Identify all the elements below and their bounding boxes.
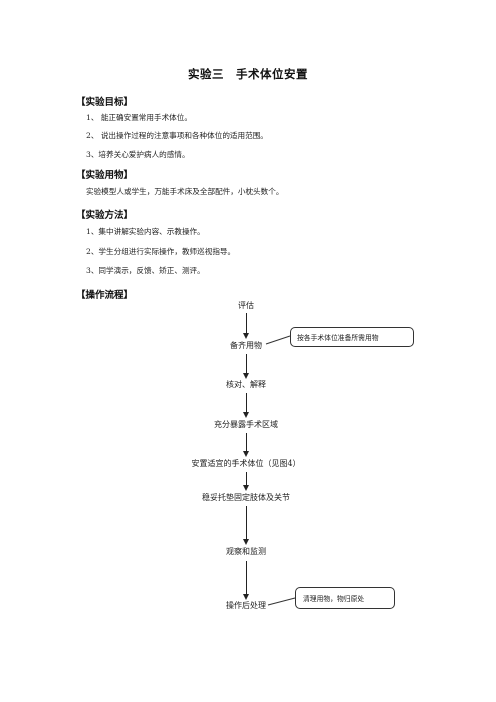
arrow-down-icon bbox=[243, 539, 249, 545]
flow-connector bbox=[246, 561, 247, 597]
objectives-heading: 【实验目标】 bbox=[76, 97, 134, 108]
flow-step-position: 安置适宜的手术体位（见图4） bbox=[191, 459, 301, 468]
flow-connector bbox=[246, 506, 247, 541]
materials-item: 实验模型人或学生，万能手术床及全部配件，小枕头数个。 bbox=[86, 187, 284, 196]
flow-step-assess: 评估 bbox=[238, 301, 254, 310]
arrow-down-icon bbox=[243, 373, 249, 379]
method-item: 1、集中讲解实验内容、示教操作。 bbox=[86, 227, 205, 236]
materials-heading: 【实验用物】 bbox=[76, 170, 134, 181]
flow-connector bbox=[246, 433, 247, 454]
objective-item: 3、培养关心爱护病人的感情。 bbox=[86, 150, 190, 159]
callout-aftercare-note: 清理用物，物归原处 bbox=[295, 587, 395, 609]
objective-item: 1、 能正确安置常用手术体位。 bbox=[86, 113, 192, 122]
callout-text: 清理用物，物归原处 bbox=[303, 595, 365, 603]
arrow-down-icon bbox=[243, 451, 249, 457]
arrow-down-icon bbox=[243, 594, 249, 600]
methods-heading: 【实验方法】 bbox=[76, 210, 134, 221]
flow-connector bbox=[246, 393, 247, 415]
flow-step-support: 稳妥托垫固定肢体及关节 bbox=[202, 493, 290, 502]
flow-step-expose: 充分暴露手术区域 bbox=[214, 420, 278, 429]
flow-connector bbox=[246, 354, 247, 376]
page-title: 实验三 手术体位安置 bbox=[188, 67, 308, 81]
method-item: 2、学生分组进行实际操作，教师巡视指导。 bbox=[86, 247, 236, 256]
flow-step-aftercare: 操作后处理 bbox=[226, 601, 266, 610]
flow-connector bbox=[246, 313, 247, 335]
flow-heading: 【操作流程】 bbox=[76, 290, 134, 301]
callout-pointer-line bbox=[265, 335, 291, 345]
flow-step-monitor: 观察和监测 bbox=[226, 547, 266, 556]
arrow-down-icon bbox=[243, 412, 249, 418]
callout-text: 按各手术体位准备所需用物 bbox=[297, 334, 379, 342]
callout-prepare-note: 按各手术体位准备所需用物 bbox=[290, 327, 414, 347]
flow-connector bbox=[246, 472, 247, 488]
flow-step-verify: 核对、解释 bbox=[226, 380, 266, 389]
callout-pointer-line bbox=[267, 597, 296, 606]
arrow-down-icon bbox=[243, 485, 249, 491]
arrow-down-icon bbox=[243, 333, 249, 339]
flow-step-prepare: 备齐用物 bbox=[230, 341, 262, 350]
method-item: 3、同学演示，反馈、矫正、测评。 bbox=[86, 266, 205, 275]
objective-item: 2、 说出操作过程的注意事项和各种体位的适用范围。 bbox=[86, 131, 268, 140]
